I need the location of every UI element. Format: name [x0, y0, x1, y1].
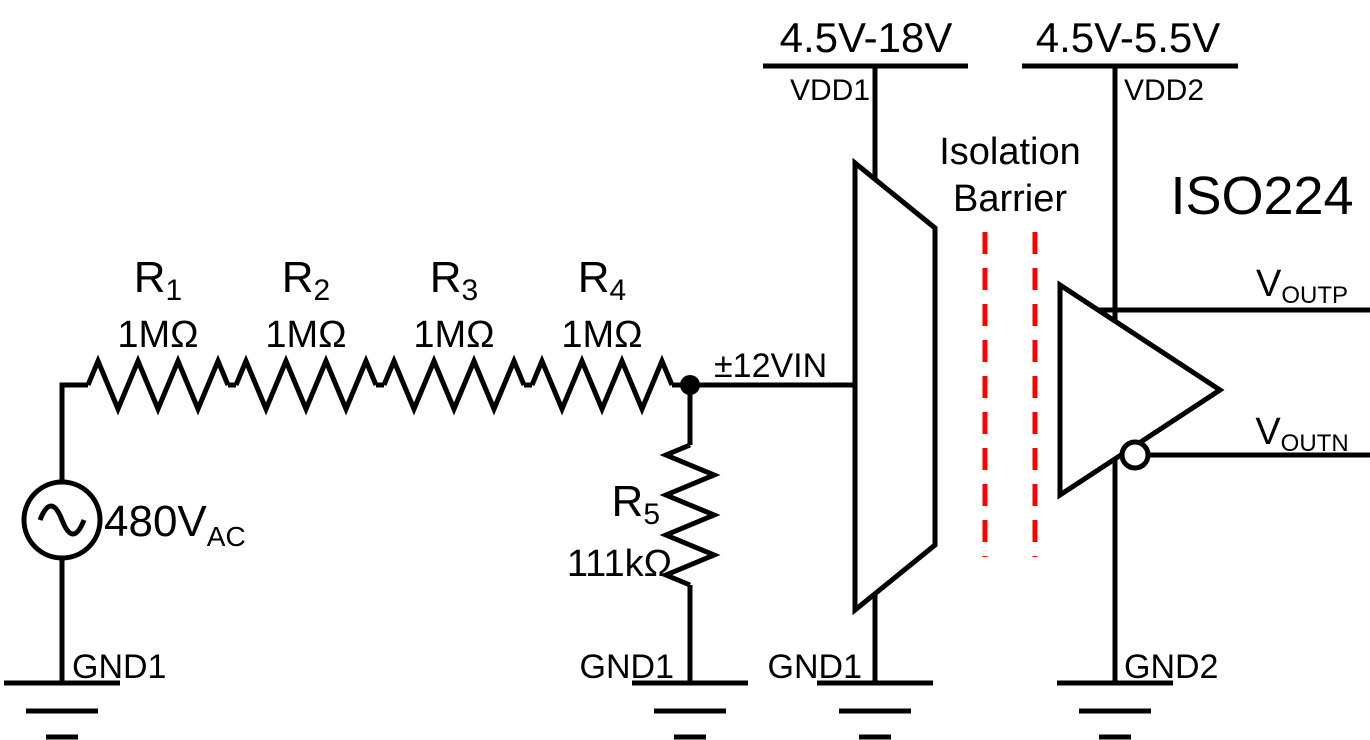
- r5-value: 111kΩ: [567, 543, 672, 585]
- divider-gnd-label: GND1: [580, 648, 674, 686]
- source-top-wire: [59, 382, 88, 482]
- input-stage-gnd-symbol: [817, 680, 933, 740]
- wiring: [4, 63, 1370, 740]
- isolation-barrier-lines: [982, 232, 1038, 557]
- vdd2-pin-label: VDD2: [1124, 74, 1204, 107]
- resistor-r5-symbol: [659, 442, 721, 588]
- resistor-r4-symbol: [529, 354, 675, 416]
- ac-sine-icon: [37, 503, 87, 537]
- output-stage-gnd-symbol: [1057, 680, 1173, 740]
- junction-dot: [680, 375, 700, 395]
- isolation-label-line1: Isolation: [939, 131, 1081, 173]
- input-voltage-label: ±12VIN: [714, 347, 827, 385]
- r2-label: R2: [282, 253, 330, 307]
- source-gnd-label: GND1: [72, 648, 166, 686]
- r2-value: 1MΩ: [265, 314, 346, 356]
- device-name-label: ISO224: [1170, 166, 1353, 226]
- r4-label: R4: [578, 253, 626, 307]
- source-gnd-symbol: [4, 680, 120, 740]
- isolation-label-line2: Barrier: [953, 178, 1067, 220]
- r3-value: 1MΩ: [413, 314, 494, 356]
- voutp-label: VOUTP: [1256, 263, 1348, 309]
- r5-label: R5: [612, 477, 660, 531]
- labels: 4.5V-18V VDD1 4.5V-5.5V VDD2 Isolation B…: [72, 14, 1354, 686]
- resistor-r3-symbol: [381, 354, 527, 416]
- supply1-voltage-label: 4.5V-18V: [780, 14, 953, 61]
- r1-label: R1: [134, 253, 182, 307]
- inversion-bubble: [1119, 439, 1151, 471]
- r3-label: R3: [430, 253, 478, 307]
- r4-value: 1MΩ: [561, 314, 642, 356]
- voutn-label: VOUTN: [1255, 411, 1348, 457]
- resistor-r2-symbol: [233, 354, 379, 416]
- divider-gnd-symbol: [632, 680, 748, 740]
- source-value-label: 480VAC: [104, 497, 246, 552]
- vdd1-pin-label: VDD1: [790, 74, 870, 107]
- r1-value: 1MΩ: [117, 314, 198, 356]
- supply2-voltage-label: 4.5V-5.5V: [1036, 14, 1220, 61]
- input-stage-symbol: [852, 157, 938, 616]
- input-stage-gnd-label: GND1: [768, 648, 862, 686]
- resistor-r1-symbol: [85, 354, 231, 416]
- output-stage-gnd-label: GND2: [1124, 648, 1218, 686]
